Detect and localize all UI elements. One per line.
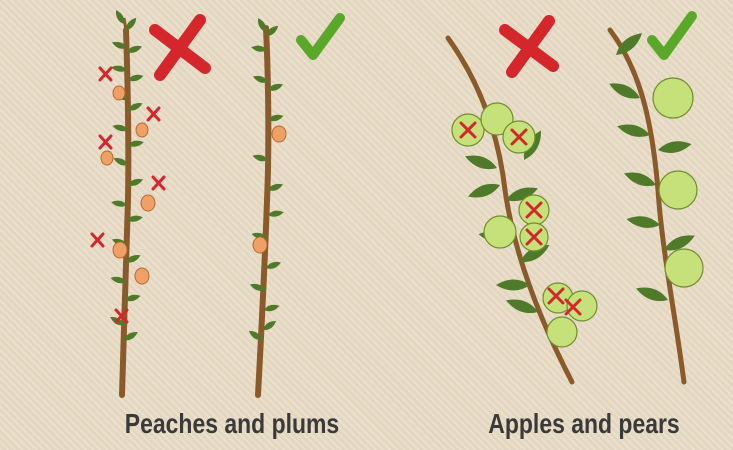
apple-branch-thinned bbox=[607, 29, 703, 382]
check-mark-icon bbox=[652, 16, 692, 55]
peach-branch-thinned bbox=[247, 17, 286, 395]
check-mark-icon bbox=[301, 18, 340, 55]
caption-peaches-plums: Peaches and plums bbox=[109, 408, 355, 440]
caption-apples-pears: Apples and pears bbox=[461, 408, 707, 440]
peach-branch-crowded bbox=[92, 9, 164, 395]
apple-branch-crowded bbox=[448, 38, 597, 382]
cross-mark-icon bbox=[505, 21, 553, 72]
cross-mark-icon bbox=[155, 20, 205, 75]
apple-fruits-thinned bbox=[653, 78, 703, 287]
